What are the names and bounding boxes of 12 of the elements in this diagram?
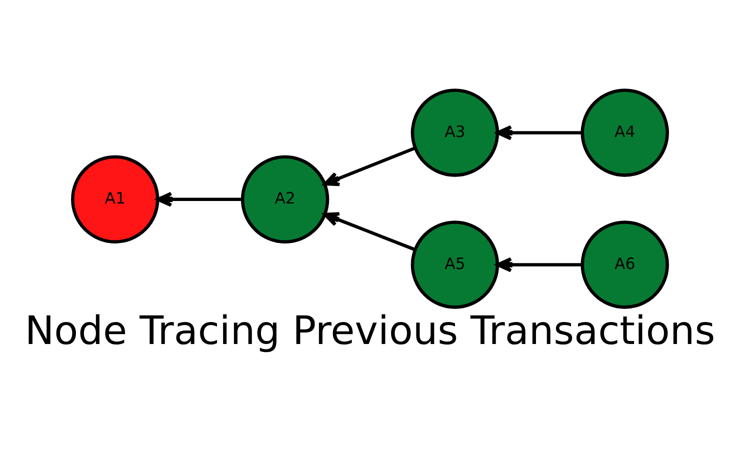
arrow — [496, 257, 582, 272]
arrow — [156, 192, 242, 207]
node-circle: A6 — [580, 220, 669, 309]
arrow — [323, 212, 416, 252]
node-circle: A5 — [410, 220, 500, 309]
node-circle: A2 — [240, 155, 330, 244]
node-circle: A4 — [580, 88, 669, 177]
node-circle: A1 — [71, 155, 160, 244]
caption: Node Tracing Previous Transactions — [24, 308, 716, 354]
arrow — [496, 125, 582, 140]
arrow — [324, 146, 416, 186]
node-circle: A3 — [410, 88, 500, 177]
